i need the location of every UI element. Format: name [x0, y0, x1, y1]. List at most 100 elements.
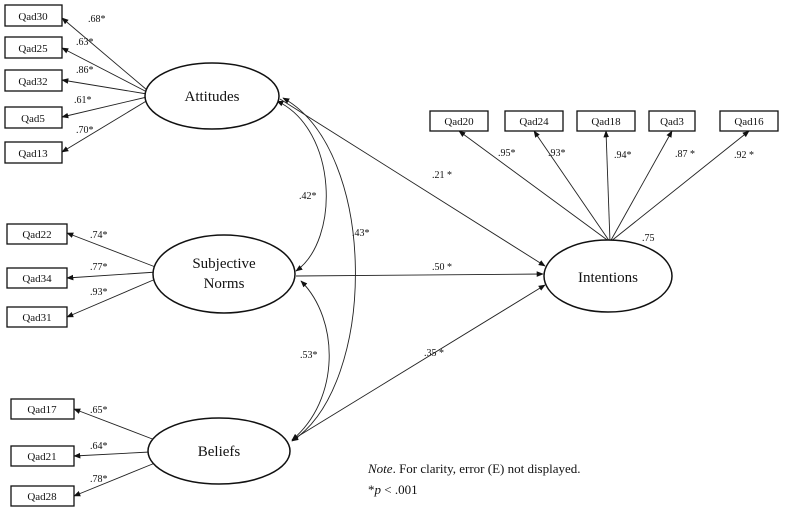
indicator-box	[10, 398, 75, 420]
path-coef-beliefs-intentions: .35 *	[424, 348, 444, 359]
intentions-indicators: Qad20 Qad24 Qad18 Qad3 Qad16	[429, 110, 779, 132]
corr-attitudes-beliefs	[282, 97, 356, 442]
path-coef-attitudes-intentions: .21 *	[432, 170, 452, 181]
loading-label: .78*	[90, 474, 108, 485]
indicator-label: Qad16	[734, 116, 764, 128]
indicator-box	[4, 69, 63, 92]
latent-label: Subjective	[192, 256, 256, 272]
latent-ellipse	[152, 234, 296, 314]
indicator-label: Qad25	[18, 43, 48, 55]
corr-attitudes-norms	[276, 100, 327, 272]
latent-subjective-norms: Subjective Norms	[152, 234, 296, 314]
indicator-label: Qad28	[27, 491, 57, 503]
indicator-label: Qad32	[18, 76, 47, 88]
note-sig-text: < .001	[381, 482, 418, 497]
path-norms-qad31	[66, 277, 159, 318]
path-attitudes-intentions	[279, 98, 546, 267]
latent-attitudes: Attitudes	[144, 62, 280, 130]
path-attitudes-qad25	[61, 47, 148, 93]
beliefs-loadings: .65* .64* .78*	[90, 405, 108, 485]
indicator-label: Qad21	[27, 451, 56, 463]
structural-coefficients: .21 * .50 * .35 *	[424, 170, 452, 359]
indicator-box	[719, 110, 779, 132]
indicator-box	[576, 110, 636, 132]
corr-coef-norms-beliefs: .53*	[300, 350, 318, 361]
latent-ellipse	[147, 417, 291, 485]
norms-indicators: Qad22 Qad34 Qad31	[6, 223, 68, 328]
indicator-box	[4, 106, 63, 129]
loading-label: .87 *	[675, 149, 695, 160]
indicator-label: Qad20	[444, 116, 474, 128]
loading-label: .77*	[90, 262, 108, 273]
latent-intentions: Intentions	[543, 239, 673, 313]
indicator-box	[504, 110, 564, 132]
indicator-label: Qad24	[519, 116, 549, 128]
loading-label: .65*	[90, 405, 108, 416]
path-beliefs-qad17	[73, 408, 156, 441]
latent-label: Attitudes	[185, 89, 240, 105]
r-squared-label: .75	[642, 233, 655, 244]
latent-beliefs: Beliefs	[147, 417, 291, 485]
indicator-box	[648, 110, 696, 132]
path-intentions-qad3	[609, 130, 673, 243]
loading-label: .64*	[90, 441, 108, 452]
path-attitudes-qad32	[61, 78, 148, 95]
attitudes-indicators: Qad30 Qad25 Qad32 Qad5 Qad13	[4, 4, 63, 164]
indicator-label: Qad22	[22, 229, 51, 241]
latent-label: Norms	[204, 276, 245, 292]
loading-label: .61*	[74, 95, 92, 106]
correlation-curves	[276, 97, 356, 442]
loading-label: .74*	[90, 230, 108, 241]
note-line-2: *p < .001	[368, 482, 418, 497]
note-sig-prefix: *	[368, 482, 375, 497]
latent-ellipse	[144, 62, 280, 130]
note-line-1: Note. For clarity, error (E) not display…	[367, 461, 581, 476]
indicator-label: Qad13	[18, 148, 48, 160]
indicator-box	[10, 445, 75, 467]
path-beliefs-qad28	[73, 462, 156, 497]
loading-label: .70*	[76, 125, 94, 136]
path-beliefs-intentions	[291, 284, 546, 441]
path-coef-norms-intentions: .50 *	[432, 262, 452, 273]
path-intentions-qad20	[458, 130, 611, 243]
indicator-label: Qad31	[22, 312, 51, 324]
path-norms-qad22	[66, 232, 159, 269]
indicator-label: Qad3	[660, 116, 684, 128]
path-intentions-qad24	[533, 130, 611, 243]
correlation-coefficients: .42* .43* .53*	[299, 191, 370, 361]
indicator-box	[4, 4, 63, 27]
indicator-box	[6, 306, 68, 328]
latent-label: Intentions	[578, 270, 638, 286]
note-text: . For clarity, error (E) not displayed.	[393, 461, 581, 476]
intentions-loadings: .95* .93* .94* .87 * .92 * .75	[498, 148, 754, 244]
indicator-box	[6, 223, 68, 245]
loading-label: .68*	[88, 14, 106, 25]
attitudes-loadings: .68* .63* .86* .61* .70*	[74, 14, 106, 136]
corr-norms-beliefs	[291, 280, 330, 441]
loading-label: .93*	[548, 148, 566, 159]
loading-label: .94*	[614, 150, 632, 161]
loading-label: .63*	[76, 37, 94, 48]
corr-coef-attitudes-beliefs: .43*	[352, 228, 370, 239]
indicator-label: Qad17	[27, 404, 57, 416]
path-attitudes-qad30	[61, 17, 148, 91]
indicator-box	[6, 267, 68, 289]
norms-loadings: .74* .77* .93*	[90, 230, 108, 298]
indicator-label: Qad18	[591, 116, 621, 128]
figure-note: Note. For clarity, error (E) not display…	[367, 461, 581, 497]
indicator-label: Qad5	[21, 113, 45, 125]
latent-label: Beliefs	[198, 444, 241, 460]
loading-label: .93*	[90, 287, 108, 298]
path-beliefs-qad21	[73, 451, 151, 459]
indicator-label: Qad34	[22, 273, 52, 285]
measurement-paths	[61, 17, 750, 497]
path-attitudes-qad5	[61, 96, 148, 119]
path-intentions-qad18	[603, 130, 611, 243]
indicator-label: Qad30	[18, 11, 48, 23]
path-intentions-qad16	[609, 130, 750, 243]
beliefs-indicators: Qad17 Qad21 Qad28	[10, 398, 75, 507]
indicator-box	[429, 110, 489, 132]
path-norms-qad34	[66, 271, 158, 281]
corr-coef-attitudes-norms: .42*	[299, 191, 317, 202]
